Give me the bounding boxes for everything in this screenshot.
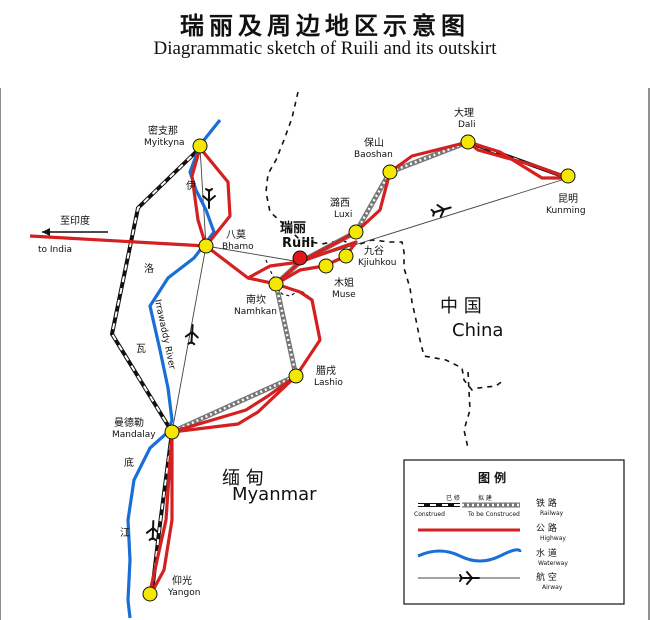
legend-airway-cn: 航 空	[536, 571, 557, 583]
map-title-chinese: 瑞丽及周边地区示意图	[180, 12, 470, 40]
city-label-kjiuhkou-en: Kjiuhkou	[358, 258, 396, 268]
city-label-myitkyna-en: Myitkyna	[144, 138, 185, 148]
city-label-mandalay-en: Mandalay	[112, 430, 156, 440]
legend-highway-cn: 公 路	[536, 522, 557, 534]
city-label-yangon-en: Yangon	[167, 588, 200, 598]
city-label-myitkyna-cn: 密支那	[148, 124, 178, 137]
city-marker-dali[interactable]	[460, 134, 476, 150]
city-marker-ruili[interactable]	[292, 250, 308, 266]
legend-railway-built-cn: 已 修	[446, 494, 460, 502]
river-char-4: 底	[124, 456, 134, 469]
country-china-en: China	[452, 320, 503, 341]
city-label-muse-en: Muse	[332, 290, 356, 300]
legend-railway-built-en: Construed	[414, 511, 445, 518]
to-india-label-cn: 至印度	[60, 214, 90, 227]
city-label-baoshan-en: Baoshan	[354, 150, 393, 160]
national-border-south	[265, 259, 309, 297]
city-marker-bhamo[interactable]	[198, 238, 214, 254]
city-marker-luxi[interactable]	[348, 224, 364, 240]
city-label-yangon-cn: 仰光	[172, 574, 192, 587]
city-marker-mandalay[interactable]	[164, 424, 180, 440]
river-char-1: 伊	[186, 180, 196, 192]
city-label-bhamo-cn: 八莫	[226, 229, 246, 241]
city-label-kjiuhkou-cn: 九谷	[364, 245, 384, 257]
city-label-bhamo-en: Bhamo	[222, 242, 254, 252]
city-label-luxi-en: Luxi	[334, 210, 352, 220]
legend-railway-planned-en: To be Construced	[467, 511, 520, 518]
city-label-kunming-en: Kunming	[546, 206, 586, 216]
legend-railway-planned-cn: 拟 建	[478, 494, 492, 502]
legend-airway-en: Airway	[542, 584, 563, 591]
map-title-english: Diagrammatic sketch of Ruili and its out…	[153, 38, 497, 59]
city-label-ruili-cn: 瑞丽	[280, 220, 306, 236]
city-label-dali-cn: 大理	[454, 106, 474, 119]
city-markers	[142, 134, 576, 602]
river-char-5: 江	[120, 527, 130, 539]
city-marker-namhkan[interactable]	[268, 276, 284, 292]
city-marker-kjiuhkou[interactable]	[338, 248, 354, 264]
legend-railway-en: Railway	[540, 510, 564, 517]
to-india-arrow	[42, 228, 108, 236]
irrawaddy-river	[126, 119, 222, 619]
city-labels: 密支那 Myitkyna 八莫 Bhamo 瑞丽 Ruili 南坎 Namhka…	[112, 106, 586, 598]
city-label-dali-en: Dali	[458, 120, 475, 130]
map-legend: 图 例 已 修 拟 建 Construed To be Construced 铁…	[403, 459, 625, 605]
city-label-namhkan-en: Namhkan	[234, 307, 277, 317]
national-border-north	[265, 91, 505, 391]
city-marker-myitkyna[interactable]	[192, 138, 208, 154]
city-marker-baoshan[interactable]	[382, 164, 398, 180]
river-char-3: 瓦	[136, 344, 146, 355]
legend-frame	[403, 459, 625, 605]
city-label-kunming-cn: 昆明	[558, 193, 578, 205]
city-marker-lashio[interactable]	[288, 368, 304, 384]
city-label-muse-cn: 木姐	[334, 276, 354, 289]
city-marker-muse[interactable]	[318, 258, 334, 274]
to-india-label-en: to India	[38, 245, 72, 255]
country-myanmar-cn: 缅 甸	[222, 468, 264, 489]
legend-waterway-cn: 水 道	[536, 547, 557, 559]
legend-highway-en: Highway	[540, 535, 566, 542]
legend-railway-cn: 铁 路	[536, 497, 557, 509]
city-label-lashio-cn: 腊戌	[316, 364, 336, 377]
legend-waterway-line	[417, 548, 522, 563]
city-label-lashio-en: Lashio	[314, 378, 343, 388]
city-label-ruili-en: Ruili	[282, 236, 315, 251]
city-marker-yangon[interactable]	[142, 586, 158, 602]
city-label-namhkan-cn: 南坎	[246, 293, 266, 306]
legend-title: 图 例	[478, 470, 506, 485]
country-myanmar-en: Myanmar	[232, 484, 317, 505]
river-char-2: 洛	[144, 262, 154, 275]
city-label-luxi-cn: 潞西	[330, 196, 350, 209]
city-label-mandalay-cn: 曼德勒	[114, 416, 144, 429]
national-border-east	[463, 371, 471, 449]
country-china-cn: 中 国	[440, 296, 482, 317]
railway-planned	[170, 139, 469, 435]
city-label-baoshan-cn: 保山	[364, 136, 384, 149]
city-marker-kunming[interactable]	[560, 168, 576, 184]
legend-waterway-en: Waterway	[538, 560, 568, 567]
